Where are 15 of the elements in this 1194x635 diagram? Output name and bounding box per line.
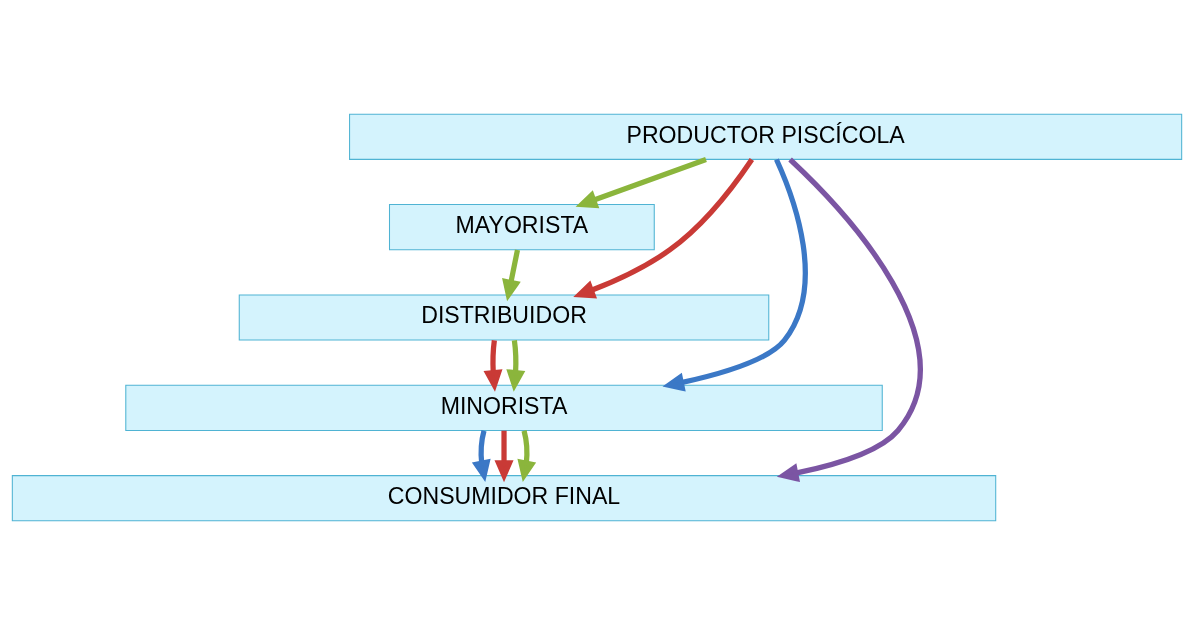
arrow [575, 156, 707, 209]
node-box: DISTRIBUIDOR [238, 294, 770, 341]
arrow [502, 249, 521, 302]
arrow [494, 430, 514, 483]
arrow [471, 430, 491, 483]
arrow [662, 158, 808, 392]
node-box: MAYORISTA [388, 204, 655, 251]
arrow [573, 158, 755, 299]
node-box: MINORISTA [125, 384, 883, 431]
arrow [776, 157, 923, 482]
node-box: CONSUMIDOR FINAL [11, 475, 997, 522]
node-box: PRODUCTOR PISCÍCOLA [349, 113, 1183, 160]
arrow [517, 430, 537, 483]
arrow [506, 340, 526, 392]
arrow [483, 340, 503, 392]
